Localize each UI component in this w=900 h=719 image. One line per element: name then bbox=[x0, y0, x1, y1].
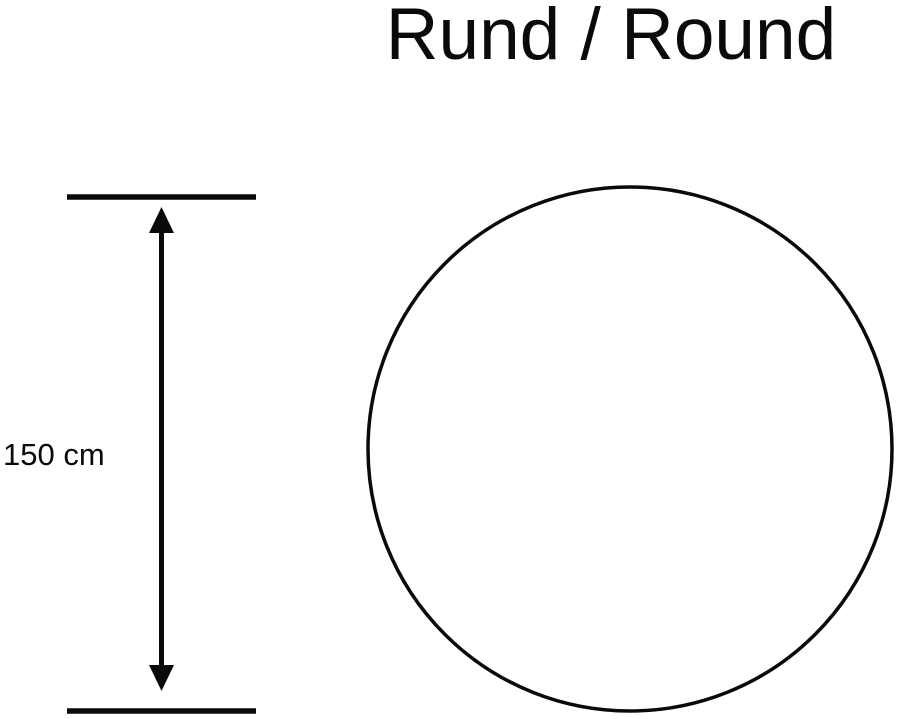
diagram-title: Rund / Round bbox=[386, 0, 836, 75]
arrowhead-down-icon bbox=[149, 665, 174, 691]
arrowhead-up-icon bbox=[149, 207, 174, 233]
dimension-label: 150 cm bbox=[3, 437, 105, 472]
dimension-indicator bbox=[67, 194, 256, 714]
circle-shape-icon bbox=[366, 185, 894, 713]
